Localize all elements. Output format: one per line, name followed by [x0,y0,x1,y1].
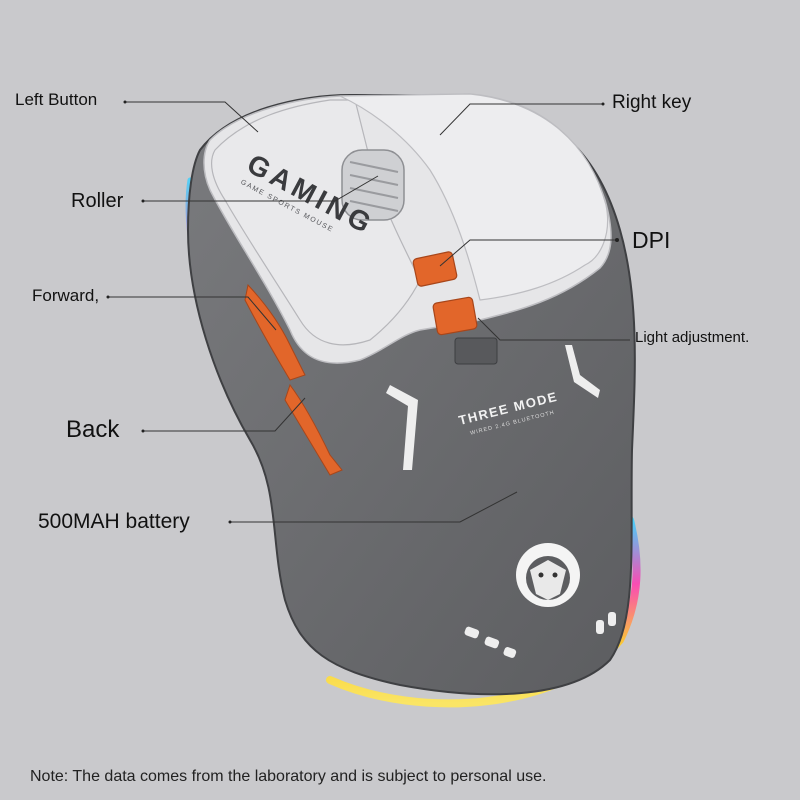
body-decor-stripes [386,345,616,658]
back-side-button [284,383,343,476]
callout-roller: Roller [71,190,124,212]
callout-light-adjustment: Light adjustment. [635,329,750,346]
callout-left-button: Left Button [15,90,98,109]
button-slot [454,337,498,365]
light-adjust-button [432,296,478,336]
callout-dpi: DPI [632,227,671,253]
scroll-wheel-ridges [349,161,399,212]
forward-side-button [244,283,306,381]
callout-dots [106,100,619,524]
callout-leaders [108,101,630,523]
callout-back: Back [66,416,120,443]
footnote: Note: The data comes from the laboratory… [30,768,547,785]
right-key [339,93,609,301]
lion-head-icon [516,543,580,607]
callout-forward: Forward, [32,286,100,305]
callout-battery: 500MAH battery [38,510,190,533]
callout-right-key: Right key [612,92,692,113]
